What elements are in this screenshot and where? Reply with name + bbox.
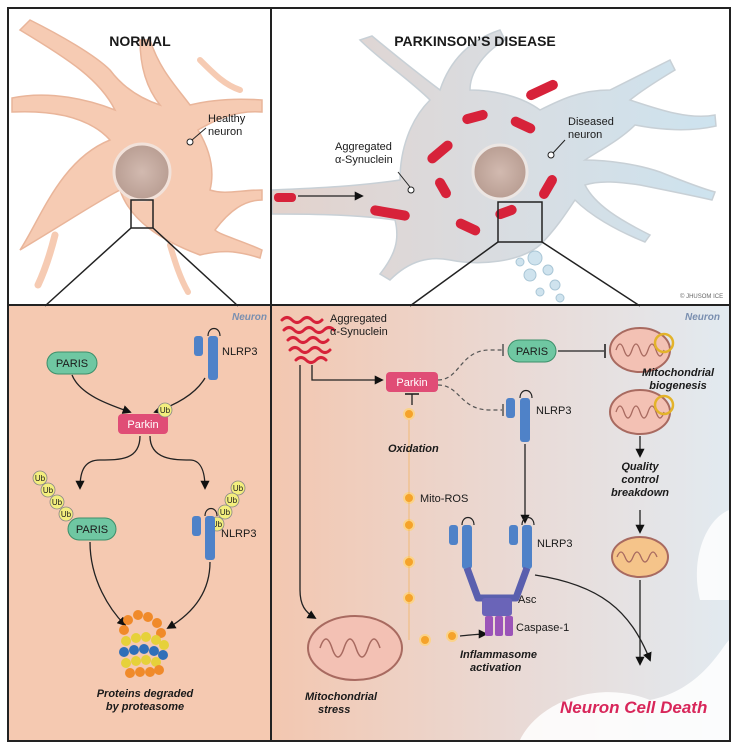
svg-text:PARIS: PARIS bbox=[516, 346, 548, 358]
damaged-mitochondrion bbox=[611, 536, 669, 578]
neuron-tag-right: Neuron bbox=[685, 312, 720, 323]
svg-text:Ub: Ub bbox=[220, 508, 231, 517]
healthy-neuron bbox=[11, 19, 263, 295]
paris-ubiquitinated: PARIS bbox=[67, 517, 117, 541]
stressed-mitochondrion bbox=[307, 615, 403, 681]
oxidation-label: Oxidation bbox=[388, 443, 439, 455]
svg-text:PARIS: PARIS bbox=[56, 358, 88, 370]
zoom-box-normal bbox=[130, 199, 154, 229]
neuron-tag-left: Neuron bbox=[232, 312, 267, 323]
paris-pd: PARIS bbox=[507, 339, 557, 363]
nlrp3-ubiquitinated: NLRP3 bbox=[192, 507, 256, 560]
svg-text:Ub: Ub bbox=[160, 406, 171, 415]
svg-text:Parkin: Parkin bbox=[396, 377, 427, 389]
mitochondrion-2 bbox=[609, 389, 675, 435]
svg-text:NLRP3: NLRP3 bbox=[221, 528, 256, 540]
svg-text:Parkin: Parkin bbox=[127, 419, 158, 431]
svg-text:PARIS: PARIS bbox=[76, 524, 108, 536]
credit: © JHUSOM ICE bbox=[680, 293, 723, 300]
synuclein-aggregates bbox=[274, 79, 558, 236]
background-cell bbox=[696, 510, 729, 600]
diseased-neuron bbox=[271, 29, 717, 281]
svg-text:NLRP3: NLRP3 bbox=[537, 538, 572, 550]
neuron-cell-death: Neuron Cell Death bbox=[560, 698, 707, 717]
mito-ros-label: Mito-ROS bbox=[420, 493, 468, 505]
svg-text:Caspase-1: Caspase-1 bbox=[516, 622, 569, 634]
title-pd: PARKINSON’S DISEASE bbox=[394, 33, 556, 49]
svg-text:Asc: Asc bbox=[518, 594, 537, 606]
parkin-pd: Parkin bbox=[386, 372, 438, 392]
svg-text:NLRP3: NLRP3 bbox=[536, 405, 571, 417]
blebs bbox=[515, 250, 565, 303]
svg-text:Ub: Ub bbox=[227, 496, 238, 505]
svg-text:Ub: Ub bbox=[233, 484, 244, 493]
parkin-normal: Parkin Ub bbox=[118, 402, 173, 434]
nlrp3-pd: NLRP3 bbox=[506, 389, 571, 442]
svg-text:Ub: Ub bbox=[35, 474, 46, 483]
synuclein-fibrils bbox=[280, 316, 336, 364]
svg-text:NLRP3: NLRP3 bbox=[222, 346, 257, 358]
zoom-box-pd bbox=[497, 201, 543, 243]
title-normal: NORMAL bbox=[109, 33, 171, 49]
background-cells bbox=[520, 640, 729, 740]
paris-protein-normal: PARIS bbox=[46, 351, 98, 375]
svg-text:Ub: Ub bbox=[52, 498, 63, 507]
ub-chain-left: Ub Ub Ub Ub bbox=[32, 470, 74, 522]
mitochondrion-1 bbox=[609, 327, 675, 373]
proteasome bbox=[119, 610, 169, 678]
inflammasome: NLRP3 Asc Caspase-1 bbox=[449, 516, 572, 636]
nlrp3-protein-normal: NLRP3 bbox=[194, 327, 257, 380]
svg-text:Ub: Ub bbox=[43, 486, 54, 495]
svg-text:Ub: Ub bbox=[61, 510, 72, 519]
svg-text:Ub: Ub bbox=[212, 520, 223, 529]
